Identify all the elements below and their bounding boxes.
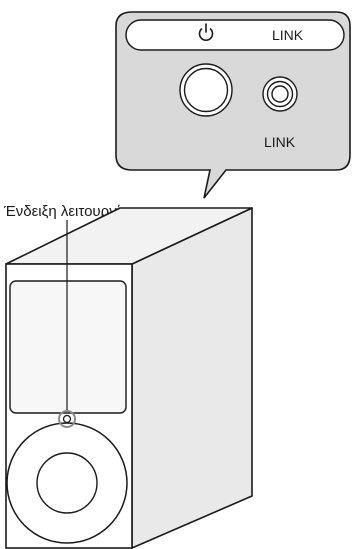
control-panel-strip bbox=[125, 19, 345, 51]
callout-bubble bbox=[115, 11, 351, 199]
power-button bbox=[179, 63, 233, 117]
woofer bbox=[6, 422, 128, 544]
power-indicator-led bbox=[62, 414, 72, 424]
panel-link-label: LINK bbox=[272, 27, 304, 43]
speaker-upper-panel bbox=[9, 280, 127, 414]
link-button-label: LINK bbox=[264, 134, 296, 150]
link-button bbox=[262, 76, 298, 112]
indicator-highlight bbox=[58, 410, 76, 428]
power-icon bbox=[198, 23, 214, 41]
speaker-side bbox=[131, 207, 253, 549]
